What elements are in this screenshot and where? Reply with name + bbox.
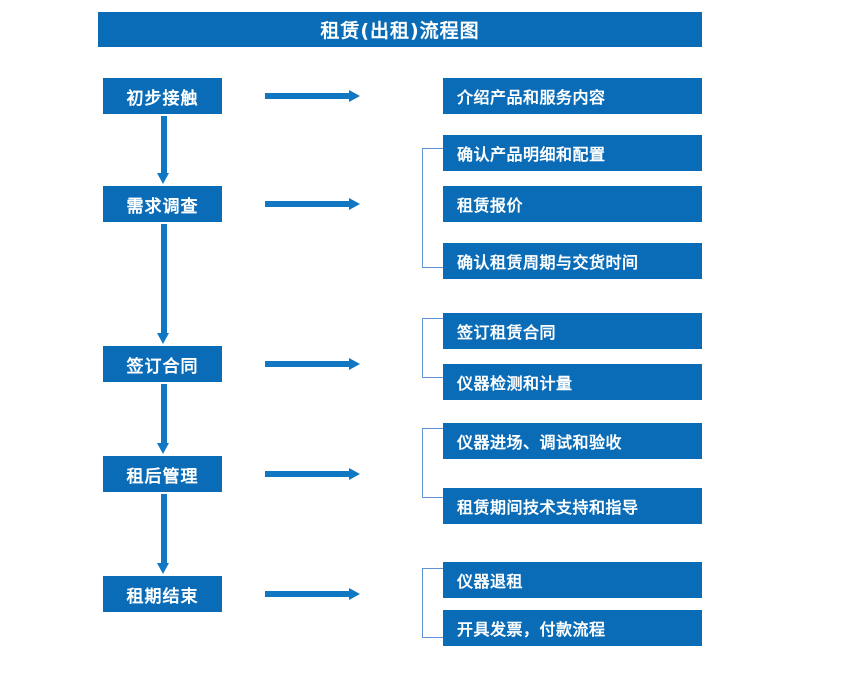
arrow-right-icon <box>265 468 360 480</box>
arrow-right-icon <box>265 358 360 370</box>
detail-box-sign-lease-contract[interactable]: 签订租赁合同 <box>443 313 702 349</box>
arrow-right-icon <box>265 588 360 600</box>
detail-box-invoice-payment[interactable]: 开具发票，付款流程 <box>443 610 702 646</box>
arrow-down-icon <box>157 116 170 184</box>
detail-box-confirm-spec[interactable]: 确认产品明细和配置 <box>443 135 702 171</box>
group-bracket-end-of-term <box>422 568 443 638</box>
arrow-down-icon <box>157 494 170 574</box>
detail-box-onsite-commissioning[interactable]: 仪器进场、调试和验收 <box>443 423 702 459</box>
stage-box-demand-survey[interactable]: 需求调查 <box>103 186 222 222</box>
arrow-right-icon <box>265 90 360 102</box>
group-bracket-requirement <box>422 148 443 268</box>
stage-box-lease-end[interactable]: 租期结束 <box>103 576 222 612</box>
stage-box-initial-contact[interactable]: 初步接触 <box>103 78 222 114</box>
group-bracket-post-rental <box>422 428 443 498</box>
arrow-down-icon <box>157 224 170 344</box>
detail-box-technical-support[interactable]: 租赁期间技术支持和指导 <box>443 488 702 524</box>
stage-box-sign-contract[interactable]: 签订合同 <box>103 346 222 382</box>
stage-box-post-rental-mgmt[interactable]: 租后管理 <box>103 456 222 492</box>
arrow-down-icon <box>157 384 170 454</box>
page-title: 租赁(出租)流程图 <box>98 12 702 47</box>
detail-box-instrument-return[interactable]: 仪器退租 <box>443 562 702 598</box>
detail-box-confirm-term-delivery[interactable]: 确认租赁周期与交货时间 <box>443 243 702 279</box>
group-bracket-contract <box>422 318 443 378</box>
detail-box-rental-quote[interactable]: 租赁报价 <box>443 186 702 222</box>
arrow-right-icon <box>265 198 360 210</box>
detail-box-instrument-inspection[interactable]: 仪器检测和计量 <box>443 364 702 400</box>
detail-box-introduce-products[interactable]: 介绍产品和服务内容 <box>443 78 702 114</box>
